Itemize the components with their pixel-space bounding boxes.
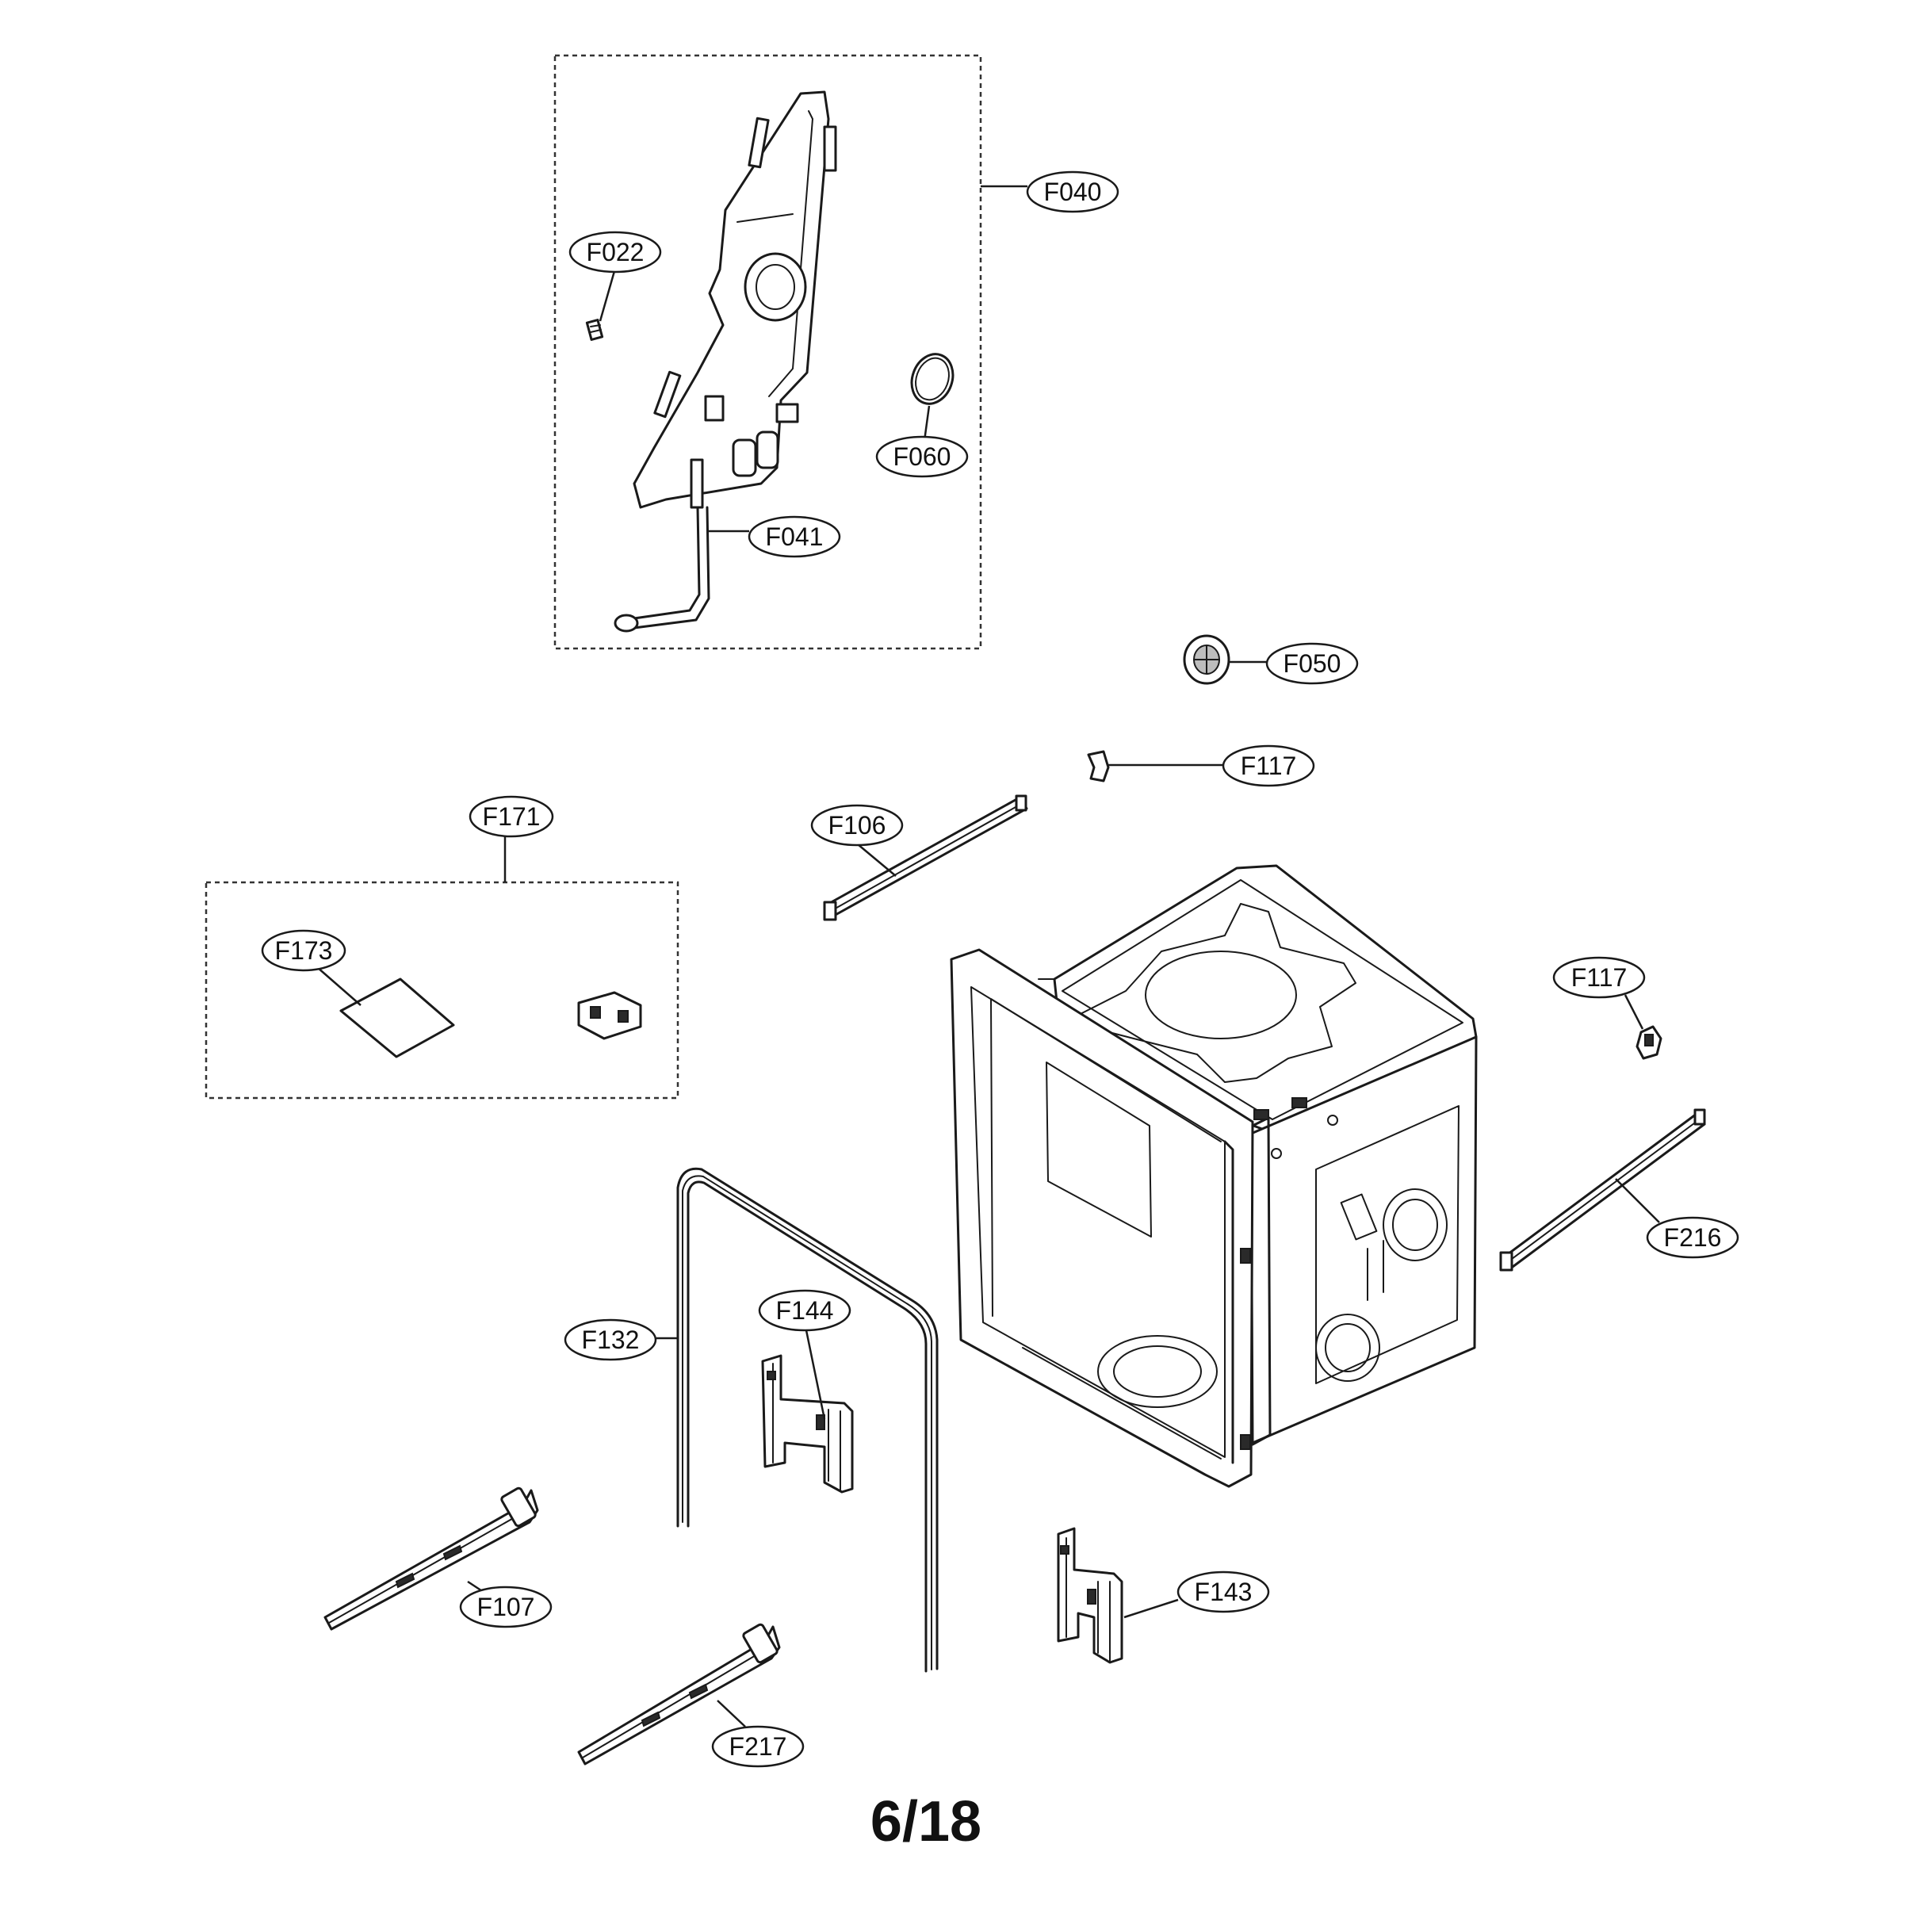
f217-leader	[717, 1700, 746, 1727]
svg-text:F107: F107	[477, 1593, 535, 1621]
o-ring-part	[910, 353, 955, 405]
f107-rail-part	[323, 1486, 539, 1631]
callout-f216: F216	[1646, 1216, 1739, 1259]
f117-right-part	[1636, 1025, 1662, 1060]
callout-f106: F106	[810, 804, 904, 847]
f173-card-part	[339, 977, 455, 1058]
f171-group-box	[205, 881, 679, 1100]
callout-f173: F173	[261, 929, 346, 972]
f106-rail-part	[823, 794, 1028, 921]
callout-f041: F041	[748, 515, 841, 558]
callout-f171: F171	[469, 795, 554, 838]
callout-f117-top: F117	[1222, 744, 1315, 787]
svg-text:F143: F143	[1195, 1578, 1253, 1606]
spray-manifold-part	[633, 90, 837, 509]
svg-text:F132: F132	[582, 1326, 640, 1354]
callout-f117-right: F117	[1552, 956, 1646, 999]
callout-f107: F107	[459, 1586, 553, 1628]
f040-group-box	[553, 54, 982, 650]
svg-text:F171: F171	[483, 802, 541, 831]
svg-text:F217: F217	[729, 1732, 787, 1761]
callout-f217: F217	[711, 1725, 805, 1768]
f106-leader	[857, 844, 897, 877]
f117-right-leader	[1624, 994, 1644, 1030]
f144-hinge-part	[761, 1354, 854, 1494]
callout-f132: F132	[564, 1318, 657, 1361]
kit-bracket-part	[577, 991, 642, 1040]
callout-f050: F050	[1265, 642, 1359, 685]
callout-f144: F144	[758, 1289, 851, 1332]
svg-text:F060: F060	[893, 442, 951, 471]
callout-f143: F143	[1176, 1570, 1270, 1613]
f117-top-part	[1087, 750, 1110, 782]
tub-assembly-part	[950, 864, 1478, 1488]
f143-leader	[1123, 1598, 1179, 1619]
svg-text:F041: F041	[766, 522, 824, 551]
svg-text:F117: F117	[1571, 963, 1628, 992]
f217-rail-part	[577, 1623, 781, 1766]
f022-leader	[599, 270, 616, 322]
page-number: 6/18	[870, 1790, 981, 1854]
callout-f022: F022	[568, 231, 662, 274]
svg-text:F117: F117	[1241, 752, 1297, 780]
svg-text:F050: F050	[1284, 649, 1341, 678]
f132-gasket-part	[676, 1167, 939, 1673]
f173-leader	[316, 966, 362, 1006]
svg-text:F022: F022	[587, 238, 645, 266]
f060-leader	[923, 405, 931, 442]
feed-pipe-part	[614, 506, 710, 633]
svg-text:F144: F144	[776, 1296, 834, 1325]
svg-text:F040: F040	[1044, 178, 1102, 206]
screw-part	[585, 319, 604, 341]
svg-text:F106: F106	[828, 811, 886, 840]
callout-f060: F060	[875, 435, 969, 478]
svg-text:F173: F173	[275, 936, 333, 965]
f143-hinge-part	[1057, 1527, 1123, 1664]
svg-text:F216: F216	[1664, 1223, 1722, 1252]
callout-f040: F040	[1026, 170, 1119, 213]
f216-rail-part	[1499, 1108, 1706, 1272]
f216-leader	[1615, 1178, 1660, 1223]
f144-leader	[805, 1329, 826, 1420]
f050-part	[1183, 634, 1230, 685]
